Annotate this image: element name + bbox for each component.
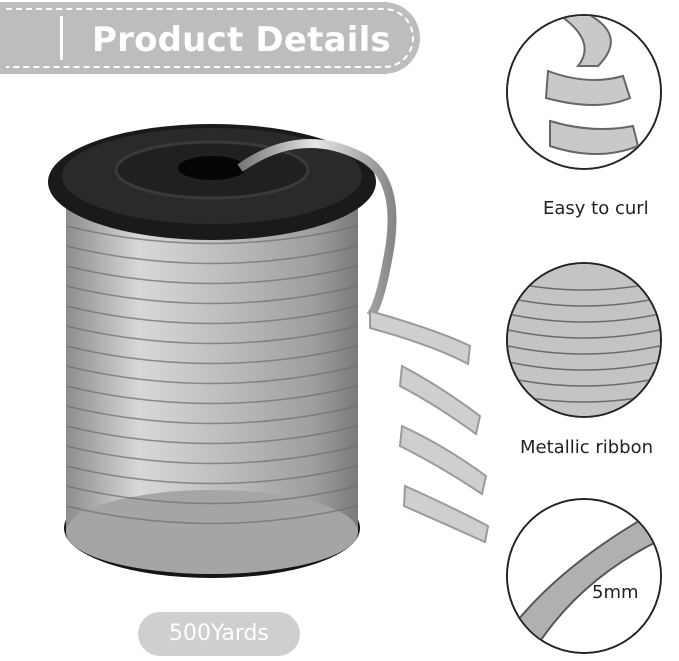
feature-label-width: 5mm [592, 582, 639, 603]
banner-title: Product Details [92, 20, 391, 60]
banner-dashed-border [6, 8, 414, 68]
metallic-ribbon-closeup [506, 262, 662, 418]
ribbon-spool-image [48, 124, 490, 578]
feature-label-curl: Easy to curl [543, 198, 649, 219]
length-badge: 500Yards [138, 612, 300, 656]
ribbon-width-icon [508, 500, 660, 652]
easy-to-curl-closeup [506, 14, 662, 170]
feature-label-metallic: Metallic ribbon [520, 437, 653, 458]
product-details-banner: Product Details [0, 2, 420, 74]
metallic-spool-icon [508, 264, 660, 416]
curled-ribbon-icon [508, 16, 660, 168]
ribbon-width-closeup [506, 498, 662, 654]
banner-divider [60, 16, 63, 60]
